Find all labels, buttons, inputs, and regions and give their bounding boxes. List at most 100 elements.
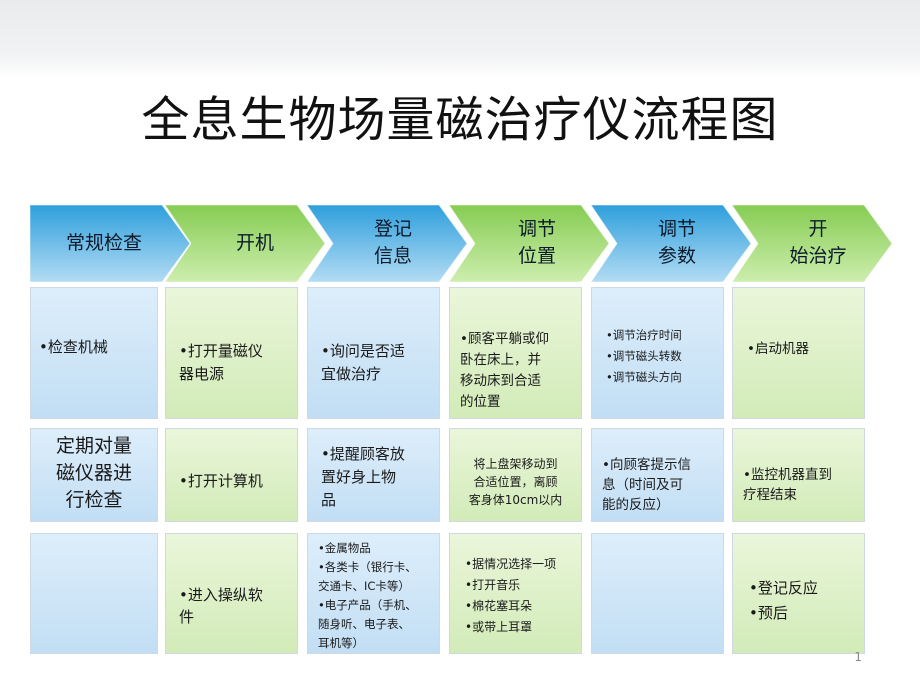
step-label-line: 常规检查 (65, 232, 142, 254)
top-gradient-band (0, 0, 920, 78)
cell-line: 卧在床上，并 (460, 352, 541, 368)
cell-line: •询问是否适 (321, 342, 405, 360)
step-label-line: 调节 (517, 218, 556, 240)
cell-text: •登记反应 •预后 (749, 576, 818, 626)
cell-line: 息（时间及可 (602, 477, 683, 493)
cell-line: •或带上耳罩 (465, 620, 533, 634)
cell-line: •检查机械 (39, 338, 108, 356)
cell-line: •各类卡（银行卡、 (318, 560, 417, 574)
cell-text: •检查机械 (39, 336, 108, 358)
step-arrow-5 (590, 204, 752, 283)
cell-text: •打开量磁仪器电源 (179, 340, 263, 386)
step-label-1: 常规检查 (44, 230, 164, 257)
step-label-line: 调节 (657, 218, 696, 240)
cell-line: 随身听、电子表、 (318, 617, 410, 631)
table-cell-r2-c4: 将上盘架移动到合适位置，离顾客身体10cm以内 (449, 428, 582, 522)
step-label-line: 开机 (235, 232, 274, 254)
step-arrow-2 (164, 204, 326, 283)
step-label-line: 登记 (373, 218, 412, 240)
cell-text: •据情况选择一项•打开音乐•棉花塞耳朵•或带上耳罩 (465, 554, 556, 638)
table-cell-r3-c5 (591, 533, 724, 654)
cell-text: •进入操纵软件 (179, 584, 263, 628)
step-label-4: 调节位置 (477, 216, 597, 270)
table-cell-r1-c4: •顾客平躺或仰卧在床上，并移动床到合适的位置 (449, 287, 582, 419)
cell-line: •预后 (749, 604, 788, 622)
cell-text: •金属物品 •各类卡（银行卡、交通卡、IC卡等） •电子产品（手机、随身听、电子表、… (318, 539, 417, 653)
cell-line: •监控机器直到 (743, 467, 832, 483)
cell-line: •提醒顾客放 (321, 445, 405, 463)
cell-text: •顾客平躺或仰卧在床上，并移动床到合适的位置 (460, 329, 549, 413)
table-cell-r1-c6: •启动机器 (732, 287, 865, 419)
cell-line: •调节磁头转数 (606, 349, 682, 363)
cell-text: •打开计算机 (179, 470, 263, 492)
slide-title: 全息生物场量磁治疗仪流程图 (141, 92, 779, 148)
cell-text: •询问是否适宜做治疗 (321, 340, 405, 386)
cell-line: 行检查 (65, 489, 123, 511)
cell-line: 器电源 (179, 365, 225, 383)
step-arrow-1 (29, 204, 191, 283)
table-cell-r2-c5: •向顾客提示信息（时间及可能的反应） (591, 428, 724, 522)
step-arrow-6 (731, 204, 893, 283)
table-cell-r1-c2: •打开量磁仪器电源 (165, 287, 298, 419)
cell-line: 件 (179, 608, 195, 626)
page-number: 1 (854, 650, 862, 664)
cell-line: •棉花塞耳朵 (465, 599, 533, 613)
table-cell-r3-c1 (30, 533, 158, 654)
table-cell-r2-c2: •打开计算机 (165, 428, 298, 522)
cell-line: •调节磁头方向 (606, 370, 682, 384)
step-arrow-4 (448, 204, 610, 283)
step-label-5: 调节参数 (617, 216, 737, 270)
table-cell-r2-c6: •监控机器直到疗程结束 (732, 428, 865, 522)
cell-text: •调节治疗时间 •调节磁头转数 •调节磁头方向 (606, 325, 682, 388)
cell-line: •电子产品（手机、 (318, 598, 417, 612)
table-cell-r1-c3: •询问是否适宜做治疗 (307, 287, 440, 419)
cell-line: •启动机器 (747, 341, 809, 357)
step-label-line: 开 (808, 218, 828, 240)
table-cell-r3-c3: •金属物品 •各类卡（银行卡、交通卡、IC卡等） •电子产品（手机、随身听、电子表、… (307, 533, 440, 654)
cell-line: 能的反应） (602, 497, 670, 513)
step-label-line: 参数 (657, 245, 696, 267)
cell-line: 合适位置，离顾 (473, 475, 558, 489)
cell-line: 磁仪器进 (55, 462, 132, 484)
cell-line: 疗程结束 (743, 487, 797, 503)
table-cell-r2-c3: •提醒顾客放置好身上物品 (307, 428, 440, 522)
cell-line: •打开计算机 (179, 472, 263, 490)
step-label-line: 位置 (517, 245, 556, 267)
step-label-3: 登记信息 (333, 216, 453, 270)
cell-line: 置好身上物 (321, 468, 397, 486)
cell-line: •金属物品 (318, 541, 371, 555)
cell-line: 宜做治疗 (321, 365, 382, 383)
step-label-2: 开机 (195, 230, 315, 257)
cell-line: 交通卡、IC卡等） (318, 579, 410, 593)
table-cell-r1-c1: •检查机械 (30, 287, 158, 419)
table-cell-r3-c6: •登记反应 •预后 (732, 533, 865, 654)
cell-text: •启动机器 (747, 339, 809, 360)
cell-line: 耳机等） (318, 636, 364, 650)
cell-line: 将上盘架移动到 (473, 457, 558, 471)
cell-line: 客身体10cm以内 (468, 493, 563, 507)
step-arrow-3 (306, 204, 468, 283)
cell-line: 的位置 (460, 394, 501, 410)
cell-text: •提醒顾客放置好身上物品 (321, 443, 405, 512)
cell-line: •调节治疗时间 (606, 328, 682, 342)
step-label-line: 信息 (373, 245, 412, 267)
cell-line: •进入操纵软 (179, 586, 263, 604)
table-cell-r3-c4: •据情况选择一项•打开音乐•棉花塞耳朵•或带上耳罩 (449, 533, 582, 654)
cell-line: 移动床到合适 (460, 373, 541, 389)
step-label-6: 开始治疗 (758, 216, 878, 270)
cell-text: •向顾客提示信息（时间及可能的反应） (602, 455, 691, 515)
cell-line: 定期对量 (55, 435, 132, 457)
step-label-line: 始治疗 (789, 245, 847, 267)
cell-text: •监控机器直到疗程结束 (743, 465, 832, 505)
cell-line: •打开音乐 (465, 578, 521, 592)
cell-line: •打开量磁仪 (179, 342, 263, 360)
cell-text: 将上盘架移动到合适位置，离顾客身体10cm以内 (450, 455, 581, 509)
table-cell-r3-c2: •进入操纵软件 (165, 533, 298, 654)
cell-line: •顾客平躺或仰 (460, 331, 549, 347)
table-cell-r1-c5: •调节治疗时间 •调节磁头转数 •调节磁头方向 (591, 287, 724, 419)
cell-text: 定期对量磁仪器进行检查 (31, 433, 157, 514)
cell-line: •向顾客提示信 (602, 457, 691, 473)
cell-line: •登记反应 (749, 579, 818, 597)
cell-line: 品 (321, 491, 337, 509)
